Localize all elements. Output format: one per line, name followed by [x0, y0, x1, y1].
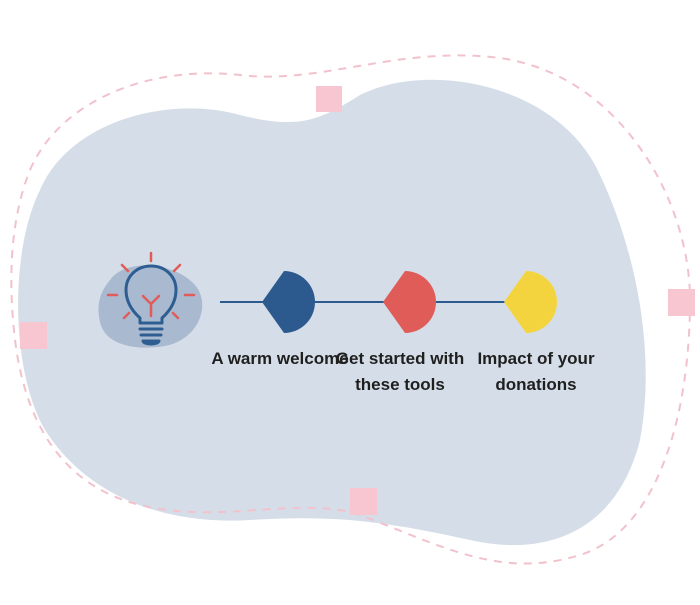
square-marker-right — [668, 289, 695, 316]
square-marker-bottom — [350, 488, 377, 515]
step-1-label: A warm welcome — [211, 349, 349, 368]
dashed-outline — [10, 54, 692, 565]
bulb-filament — [141, 294, 161, 318]
bulb-rays — [106, 251, 196, 320]
timeline-marker-2 — [383, 271, 436, 333]
square-marker-top — [316, 86, 342, 112]
lightbulb-icon — [98, 251, 203, 348]
background-blob — [18, 79, 646, 546]
step-3-label: Impact of your donations — [477, 349, 595, 394]
square-marker-left — [20, 322, 47, 349]
timeline-markers — [262, 271, 557, 333]
timeline-marker-3 — [504, 271, 557, 333]
timeline-marker-1 — [262, 271, 315, 333]
bulb-outline — [124, 264, 178, 346]
step-2-label: Get started with these tools — [335, 349, 465, 394]
